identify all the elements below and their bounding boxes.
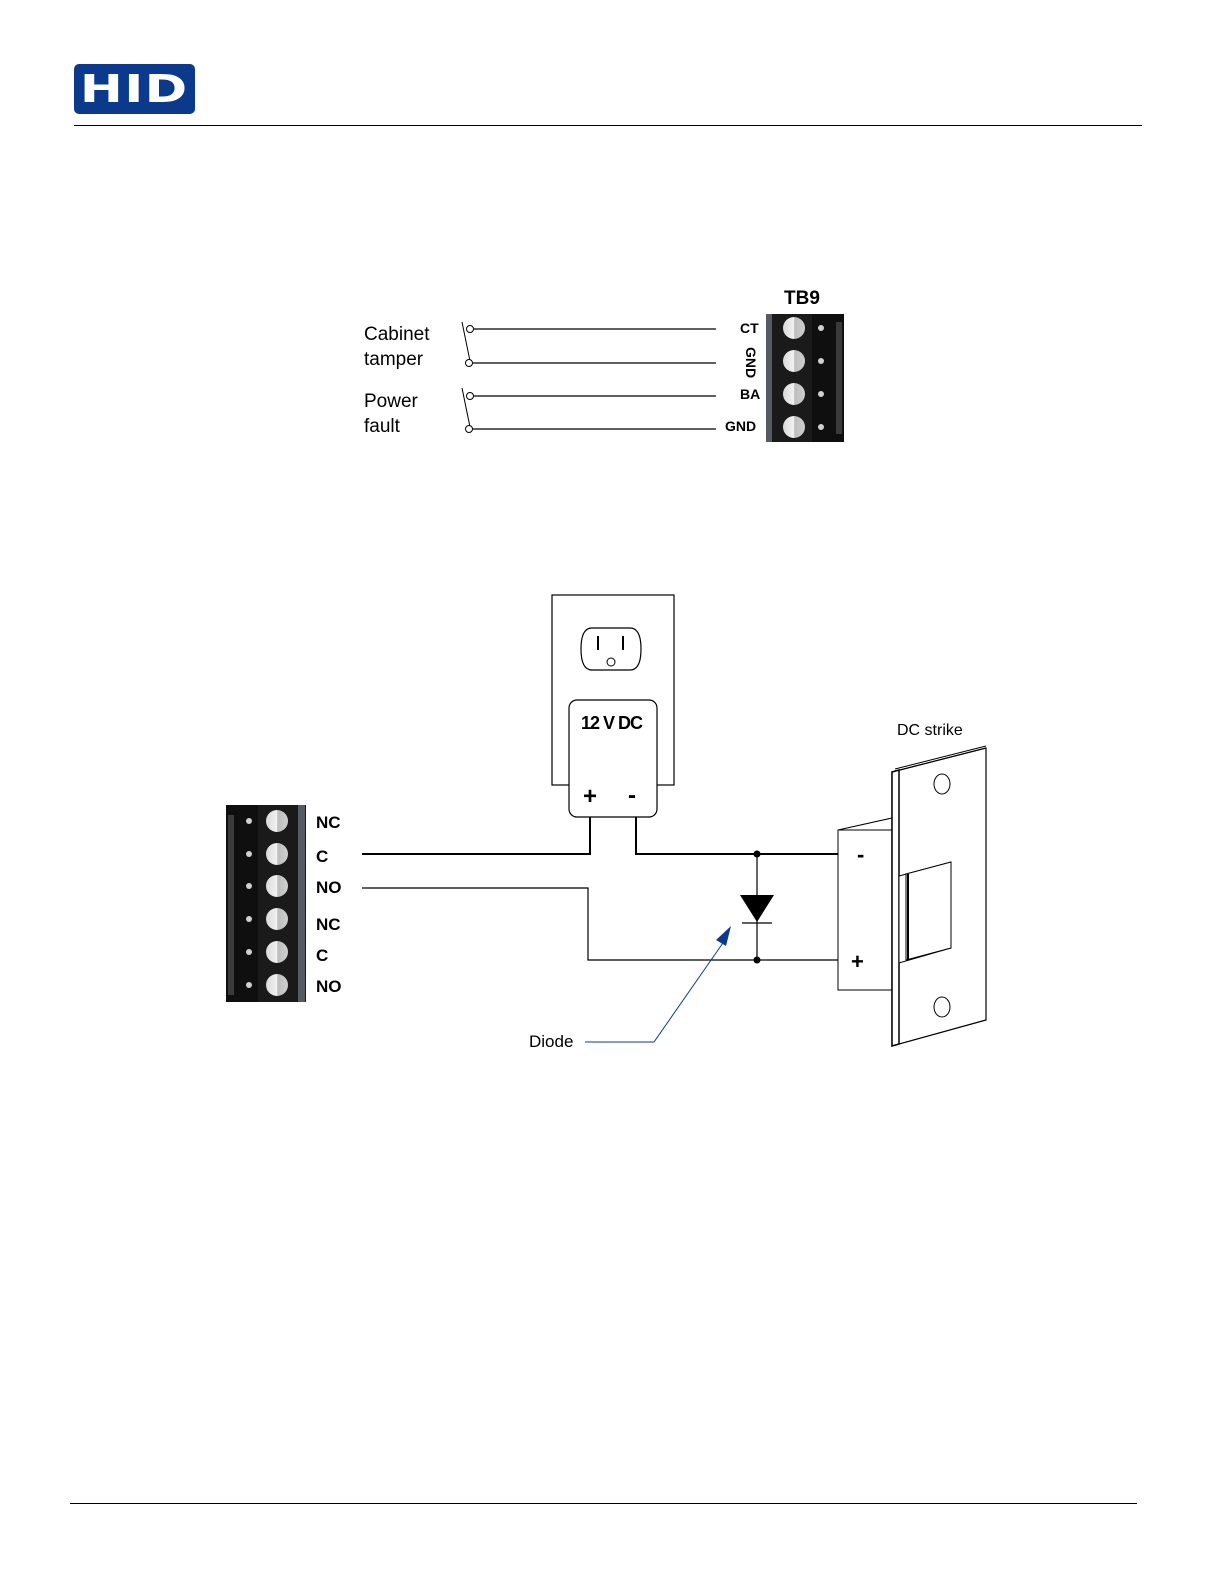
relay-term-nc-1: NC bbox=[316, 813, 341, 832]
wire-c-to-plus bbox=[362, 817, 591, 855]
relay-term-no-2: NO bbox=[316, 977, 342, 996]
wire-minus-to-strike bbox=[635, 817, 838, 855]
power-supply-plus: + bbox=[583, 783, 597, 810]
logo-text: HID bbox=[80, 67, 189, 111]
diode-icon bbox=[740, 850, 774, 964]
relay-screw-icon bbox=[266, 974, 288, 996]
relay-pin-icon bbox=[246, 883, 252, 889]
cabinet-tamper-label-1: Cabinet bbox=[364, 324, 430, 345]
tb9-screw-icon bbox=[783, 416, 805, 438]
footer-divider bbox=[70, 1503, 1137, 1504]
tb9-screw-icon bbox=[783, 350, 805, 372]
power-fault-label-2: fault bbox=[364, 416, 401, 437]
relay-pin-icon bbox=[246, 982, 252, 988]
tb9-term-ba: BA bbox=[740, 386, 760, 402]
power-fault-switch-icon bbox=[461, 387, 474, 433]
relay-screw-icon bbox=[266, 875, 288, 897]
relay-term-c-1: C bbox=[316, 847, 328, 866]
strike-diagram: NC C NO NC C NO 12 V DC + - bbox=[226, 594, 987, 1051]
relay-screw-icon bbox=[266, 810, 288, 832]
relay-pin-icon bbox=[246, 916, 252, 922]
relay-pin-icon bbox=[246, 851, 252, 857]
dc-strike-minus: - bbox=[857, 842, 864, 867]
cabinet-tamper-label-2: tamper bbox=[364, 349, 424, 370]
tb9-screw-icon bbox=[783, 317, 805, 339]
relay-term-no-1: NO bbox=[316, 878, 342, 897]
tb9-screw-icon bbox=[783, 383, 805, 405]
power-supply-adapter: 12 V DC + - bbox=[568, 699, 658, 818]
tb9-pin-icon bbox=[818, 325, 824, 331]
tamper-diagram: Cabinet tamper Power fault TB9 CT GND BA… bbox=[364, 288, 844, 442]
tb9-pin-icon bbox=[818, 358, 824, 364]
power-supply-minus: - bbox=[628, 782, 636, 809]
tb9-title: TB9 bbox=[784, 288, 820, 309]
diode-label: Diode bbox=[529, 1032, 573, 1051]
tamper-switch-icon bbox=[461, 321, 474, 367]
relay-pin-icon bbox=[246, 949, 252, 955]
dc-strike-label: DC strike bbox=[897, 722, 963, 739]
tb9-pin-icon bbox=[818, 391, 824, 397]
relay-screw-icon bbox=[266, 908, 288, 930]
power-fault-label-1: Power bbox=[364, 391, 419, 412]
tb9-term-gnd-1: GND bbox=[743, 347, 759, 378]
dc-strike-plus: + bbox=[851, 949, 864, 974]
power-supply-label: 12 V DC bbox=[581, 713, 643, 733]
tb9-term-ct: CT bbox=[740, 320, 759, 336]
hid-logo: HID bbox=[74, 64, 195, 114]
relay-screw-icon bbox=[266, 941, 288, 963]
relay-term-c-2: C bbox=[316, 946, 328, 965]
wire-no-to-strike bbox=[362, 887, 838, 961]
diode-annotation-arrow bbox=[585, 926, 731, 1043]
dc-strike-icon bbox=[837, 745, 987, 1047]
tb9-term-gnd-2: GND bbox=[725, 418, 756, 434]
relay-terminal-block bbox=[226, 805, 306, 1002]
relay-pin-icon bbox=[246, 818, 252, 824]
header-divider bbox=[74, 125, 1142, 126]
tb9-terminal-block bbox=[766, 314, 844, 442]
tb9-pin-icon bbox=[818, 424, 824, 430]
relay-term-nc-2: NC bbox=[316, 915, 341, 934]
relay-screw-icon bbox=[266, 843, 288, 865]
